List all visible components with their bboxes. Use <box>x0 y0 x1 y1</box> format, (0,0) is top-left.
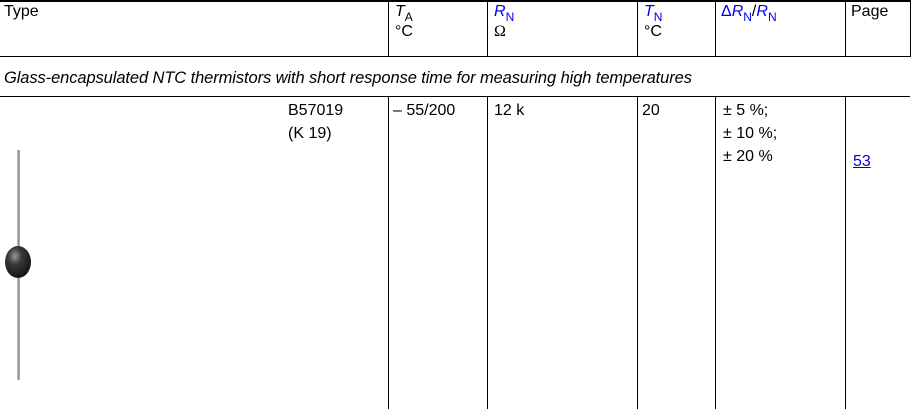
column-divider <box>715 0 716 57</box>
part-number: B57019 <box>288 102 344 119</box>
header-ambient-temperature: TA <box>395 2 413 24</box>
section-caption: Glass-encapsulated NTC thermistors with … <box>4 69 692 87</box>
rated-temperature-value: 20 <box>642 102 660 119</box>
header-rated-temperature-unit: °C <box>644 23 662 40</box>
header-type: Type <box>4 3 39 20</box>
column-divider <box>637 96 638 409</box>
column-divider <box>487 96 488 409</box>
tolerance-value: ± 20 % <box>723 148 773 165</box>
symbol-subscript: N <box>505 10 515 24</box>
symbol-subscript: N <box>653 10 663 24</box>
symbol-base: R <box>494 3 506 20</box>
delta-symbol: Δ <box>721 3 732 20</box>
ambient-temperature-range: – 55/200 <box>393 102 456 119</box>
symbol-base: T <box>644 3 654 20</box>
column-divider <box>845 96 846 409</box>
header-bottom-rule <box>0 56 910 57</box>
symbol-subscript: N <box>767 10 777 24</box>
part-code: (K 19) <box>288 125 332 142</box>
rated-resistance-value: 12 k <box>494 102 525 119</box>
symbol-base: R <box>756 3 768 20</box>
tolerance-value: ± 10 %; <box>723 125 778 142</box>
header-resistance-tolerance: ΔRN/RN <box>721 2 777 24</box>
page-link[interactable]: 53 <box>853 153 871 170</box>
symbol-subscript: N <box>743 10 752 24</box>
caption-bottom-rule <box>0 96 910 97</box>
column-divider <box>910 0 911 57</box>
thermistor-bead-icon <box>5 150 31 380</box>
header-page: Page <box>851 3 889 20</box>
header-rated-temperature: TN <box>644 2 663 24</box>
column-divider <box>388 0 389 57</box>
header-rated-resistance: RN <box>494 2 515 24</box>
column-divider <box>637 0 638 57</box>
symbol-base: R <box>731 3 744 20</box>
symbol-subscript: A <box>404 10 413 24</box>
column-divider <box>845 0 846 57</box>
column-divider <box>487 0 488 57</box>
symbol-base: T <box>395 3 405 20</box>
header-ambient-temperature-unit: °C <box>395 23 413 40</box>
tolerance-value: ± 5 %; <box>723 102 769 119</box>
fraction-slash: / <box>751 3 757 20</box>
column-divider <box>715 96 716 409</box>
header-rated-resistance-unit: Ω <box>494 23 506 40</box>
column-divider <box>388 96 389 409</box>
table-top-rule <box>0 0 910 2</box>
